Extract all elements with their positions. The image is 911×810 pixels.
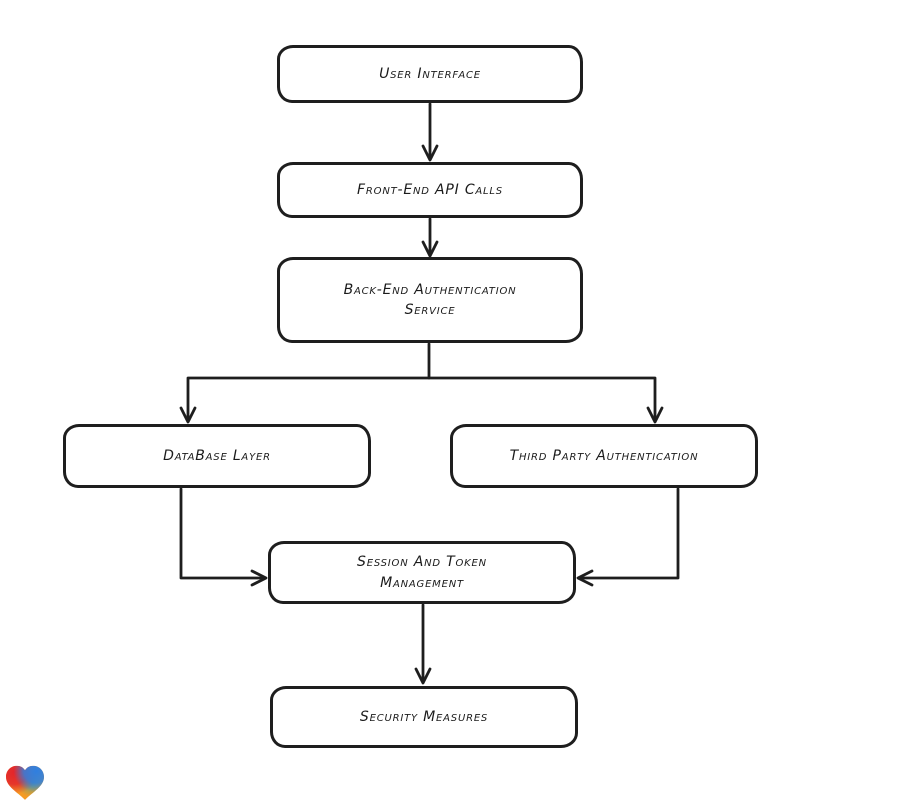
node-label: Back-End Authentication Service [343,281,517,318]
edge-database-to-session [179,487,268,587]
node-label: User Interface [379,65,481,82]
node-front-end-api-calls[interactable]: Front-End API Calls [277,162,583,218]
node-label: Security Measures [359,708,489,725]
node-label: Session And Token Management [357,554,487,591]
node-label: Front-End API Calls [357,181,503,198]
node-third-party-authentication[interactable]: Third Party Authentication [450,424,758,488]
edge-front-end-to-back-end [421,217,439,258]
node-security-measures[interactable]: Security Measures [270,686,578,748]
heart-logo[interactable] [6,765,44,802]
node-back-end-authentication-service[interactable]: Back-End Authentication Service [277,257,583,343]
edge-back-end-to-third-party [427,376,664,424]
node-label: DataBase Layer [163,447,271,464]
edge-user-interface-to-front-end [421,102,439,162]
edge-session-to-security [414,603,432,685]
node-session-and-token-management[interactable]: Session And Token Management [268,541,576,604]
edge-back-end-to-database [179,342,431,424]
edge-third-party-to-session [576,487,680,587]
node-database-layer[interactable]: DataBase Layer [63,424,371,488]
node-label: Third Party Authentication [509,447,699,464]
node-user-interface[interactable]: User Interface [277,45,583,103]
